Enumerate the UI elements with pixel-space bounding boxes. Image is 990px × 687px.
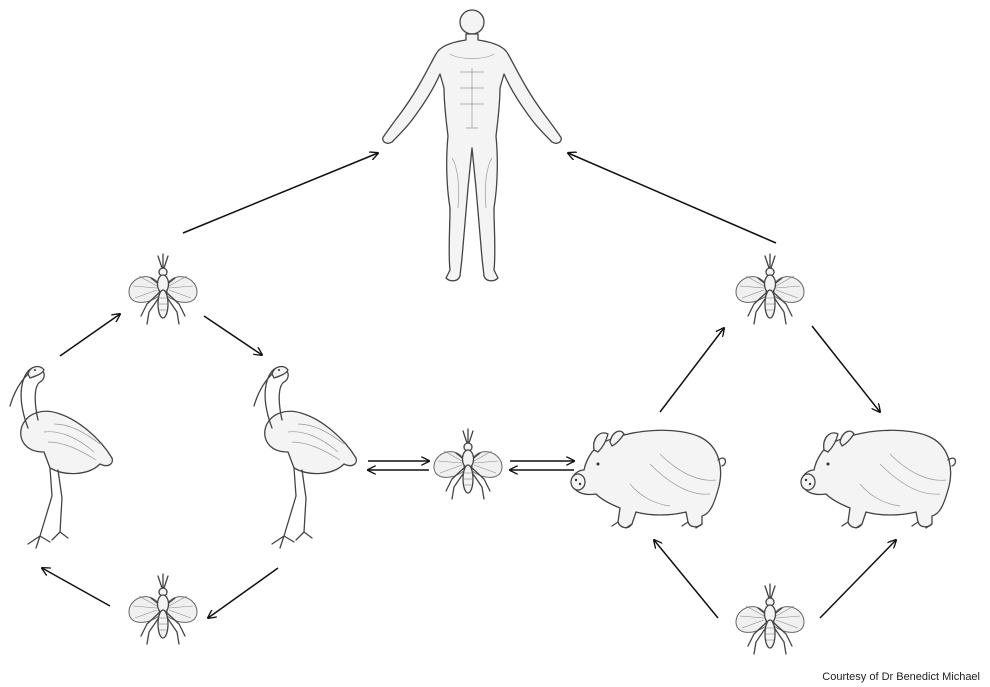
arrows (42, 153, 896, 618)
arrow-mosquito-bottom-to-pig-left (654, 540, 718, 618)
mosquito-icon (736, 254, 804, 324)
mosquito-icon (736, 584, 804, 654)
arrow-mosquito-bottom-to-bird-left (42, 568, 110, 606)
wading-bird-icon (254, 367, 356, 548)
arrow-bird-left-to-mosquito (60, 314, 120, 356)
pig-icon (571, 430, 725, 528)
mosquito-icon (434, 429, 502, 499)
credit-text: Courtesy of Dr Benedict Michael (822, 671, 980, 683)
arrow-mosquito-right-to-pig-right (812, 326, 880, 412)
wading-bird-icon (10, 367, 112, 548)
arrow-mosquito-to-bird-right (204, 316, 262, 355)
pig-icon (801, 430, 955, 528)
arrow-mosquito-bottom-to-pig-right (820, 540, 896, 618)
arrow-pig-left-to-mosquito-right (660, 328, 724, 412)
mosquito-icon (129, 574, 197, 644)
mosquito-icon (129, 254, 197, 324)
arrow-mosquito-to-human-right (568, 153, 776, 243)
arrow-bird-right-to-mosquito-bottom (208, 568, 278, 618)
arrow-mosquito-to-human-left (183, 153, 378, 233)
human-figure (383, 10, 562, 281)
